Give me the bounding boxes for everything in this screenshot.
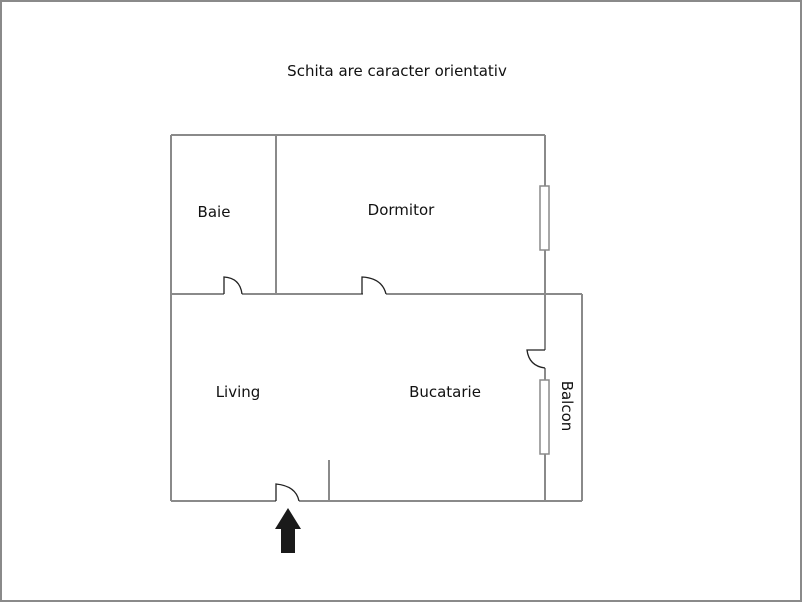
room-label-baie: Baie xyxy=(198,203,231,221)
walls xyxy=(170,134,583,502)
baie-door-icon xyxy=(223,276,243,295)
balcon-door-icon xyxy=(526,349,546,369)
entrance-door-icon xyxy=(275,483,300,502)
room-label-living: Living xyxy=(216,383,261,401)
bucatarie-window xyxy=(539,379,550,455)
room-label-dormitor: Dormitor xyxy=(368,201,435,219)
dormitor-window xyxy=(539,185,550,251)
entrance-arrow-icon xyxy=(275,508,301,553)
room-label-balcon: Balcon xyxy=(558,381,576,432)
plan-title: Schita are caracter orientativ xyxy=(287,62,507,80)
dormitor-door-icon xyxy=(361,276,387,295)
room-label-bucatarie: Bucatarie xyxy=(409,383,481,401)
